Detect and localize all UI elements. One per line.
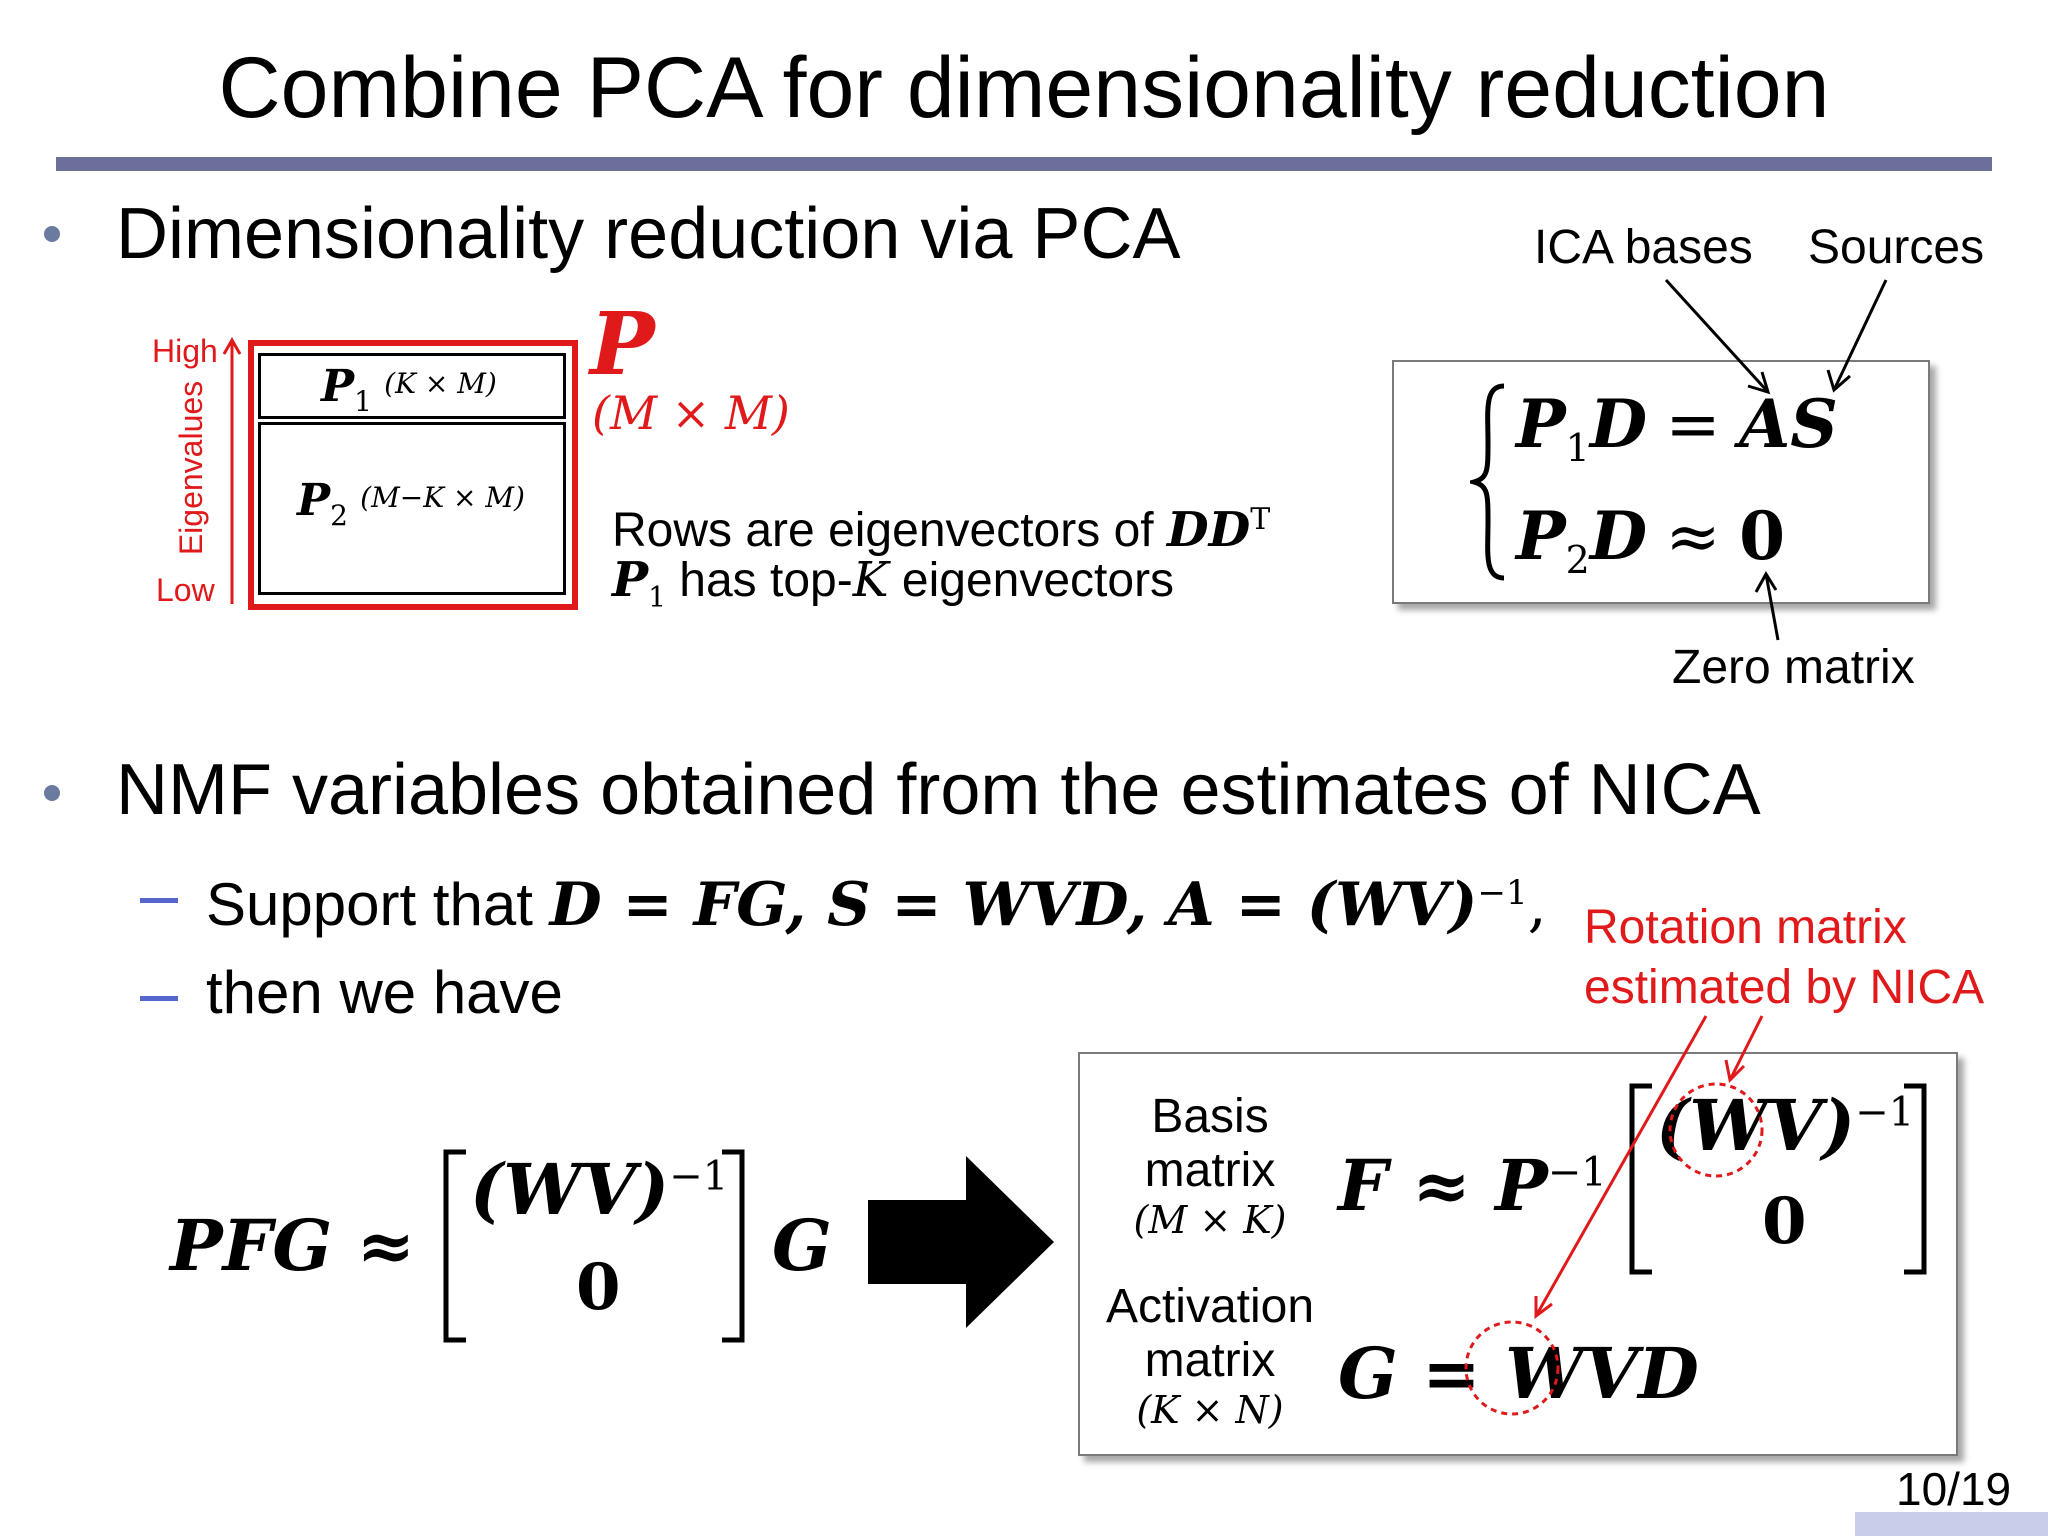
matrix-p-outline <box>248 340 578 610</box>
activation-label-1: Activation <box>1105 1280 1315 1333</box>
lhs-matrix-bottom: 0 <box>576 1250 621 1325</box>
eq2-lhs: P <box>1516 497 1566 575</box>
matrix-p-size: (M × M) <box>592 386 790 440</box>
sub1-math: D = FG, S = WVD, A = (WV) <box>549 870 1478 940</box>
axis-high-label: High <box>152 333 218 369</box>
nmf-result-box: Basis matrix (M × K) Activation matrix (… <box>1078 1052 1958 1456</box>
p1-size: (K × M) <box>384 367 497 400</box>
lhs-top: (WV) <box>470 1148 670 1231</box>
basis-label-2: matrix <box>1144 1144 1276 1197</box>
sub1-sup: −1 <box>1477 873 1528 913</box>
sub-bullet-2: then we have <box>206 959 563 1026</box>
bullet-2-text: NMF variables obtained from the estimate… <box>116 750 1761 830</box>
lhs-matrix-top: (WV)−1 <box>470 1148 728 1231</box>
rows-eigenvectors-note: Rows are eigenvectors of DDT <box>612 492 1270 559</box>
eq1-sub: 1 <box>1565 426 1590 471</box>
bullet-marker-2 <box>44 785 60 801</box>
slide-title: Combine PCA for dimensionality reduction <box>218 40 1830 136</box>
p2-size: (M−K × M) <box>360 481 525 514</box>
lhs-g-symbol: G <box>772 1204 832 1287</box>
p2-subscript: 2 <box>330 498 348 532</box>
activation-size: (K × N) <box>1136 1388 1284 1432</box>
f-left-bracket <box>1629 1083 1652 1275</box>
lhs-pfg-expression: PFG ≈ <box>170 1204 416 1287</box>
eq1-rel: = <box>1665 386 1721 463</box>
eq2-rel: ≈ <box>1665 498 1721 575</box>
sub-bullet-1: Support that D = FG, S = WVD, A = (WV)−1… <box>206 858 1547 940</box>
eq2-sub: 2 <box>1565 538 1590 583</box>
eq2-rhs: 0 <box>1739 497 1785 575</box>
eq1-d: D <box>1589 385 1648 463</box>
axis-low-label: Low <box>156 572 215 608</box>
rotation-note-line-1: Rotation matrix <box>1584 901 1907 954</box>
p1-note-text2: eigenvectors <box>888 554 1175 607</box>
ica-bases-label: ICA bases <box>1534 221 1753 274</box>
rotation-note-line-2: estimated by NICA <box>1584 961 1985 1014</box>
matrix-p1-block: P1 (K × M) <box>258 353 566 419</box>
p2-symbol: P <box>297 475 331 526</box>
f-matrix-top: (WV)−1 <box>1656 1084 1914 1167</box>
rows-note-text: Rows are eigenvectors of <box>612 504 1167 557</box>
g-equation: G = WVD <box>1338 1332 1699 1415</box>
lhs-right-bracket <box>722 1149 745 1343</box>
lhs-top-sup: −1 <box>669 1153 729 1200</box>
sub-bullet-dash-2 <box>140 996 178 1001</box>
title-underline <box>56 157 1992 171</box>
big-right-arrow <box>868 1156 1054 1328</box>
eq1-lhs: P <box>1516 385 1566 463</box>
p1-subscript: 1 <box>354 384 372 418</box>
p1-top-k-note: P1 has top-K eigenvectors <box>612 552 1174 626</box>
rows-note-math: DD <box>1166 502 1251 558</box>
left-brace <box>1470 383 1505 581</box>
activation-label-2: matrix <box>1144 1334 1276 1387</box>
f-top-sup: −1 <box>1855 1089 1915 1136</box>
p1-note-math: P <box>612 552 649 608</box>
sub1-text: Support that <box>206 871 550 938</box>
bullet-1-text: Dimensionality reduction via PCA <box>116 194 1181 274</box>
eq1-rhs: AS <box>1739 385 1838 463</box>
lhs-left-bracket <box>443 1149 466 1343</box>
p1-note-text1: has top- <box>665 554 853 607</box>
matrix-p2-block: P2 (M−K × M) <box>258 422 566 595</box>
p1-symbol: P <box>321 361 355 412</box>
bullet-marker-1 <box>44 226 60 242</box>
zero-matrix-label: Zero matrix <box>1672 641 1915 694</box>
equation-2: P2D ≈ 0 <box>1516 496 1785 600</box>
eq2-d: D <box>1589 497 1648 575</box>
pca-equations-box: P1D = AS P2D ≈ 0 <box>1392 360 1930 604</box>
f-expr: F ≈ P <box>1338 1144 1548 1227</box>
page-progress-bar <box>1855 1512 2048 1536</box>
page-number: 10/19 <box>1896 1463 2012 1515</box>
f-right-bracket <box>1904 1083 1927 1275</box>
eigenvalue-axis-arrow <box>222 336 242 604</box>
f-matrix-bottom: 0 <box>1762 1184 1807 1259</box>
annotation-arrows-top <box>1664 278 1888 641</box>
f-sup: −1 <box>1547 1149 1607 1196</box>
sub-bullet-dash-1 <box>140 898 178 903</box>
basis-label-1: Basis <box>1151 1090 1269 1143</box>
basis-size: (M × K) <box>1133 1198 1287 1242</box>
sub1-end: , <box>1527 870 1547 940</box>
p1-note-sub: 1 <box>648 580 666 614</box>
p1-note-k: K <box>852 552 889 608</box>
equation-1: P1D = AS <box>1516 384 1838 488</box>
sources-label: Sources <box>1808 221 1985 274</box>
rows-note-sup: T <box>1250 502 1271 537</box>
matrix-p-symbol: P <box>590 294 655 395</box>
f-equation: F ≈ P−1 <box>1338 1144 1607 1227</box>
